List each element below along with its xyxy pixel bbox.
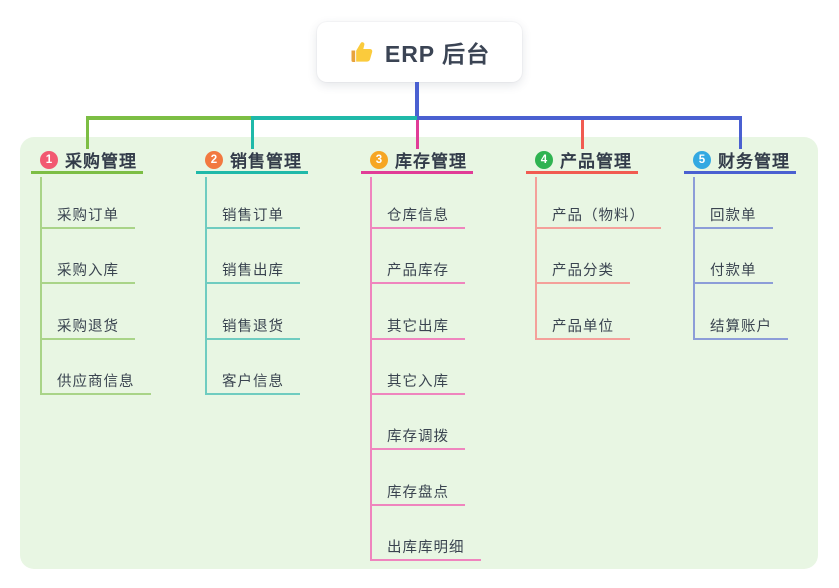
child-node[interactable]: 库存盘点	[370, 481, 465, 506]
child-node-label: 产品分类	[552, 263, 614, 280]
child-node-label: 产品单位	[552, 318, 614, 335]
child-node[interactable]: 客户信息	[205, 370, 300, 395]
branch-node-4[interactable]: 4 产品管理	[526, 148, 638, 174]
connector-trunk-segment-1	[85, 116, 252, 120]
child-node-label: 供应商信息	[57, 373, 135, 390]
connector-drop-5	[738, 116, 742, 149]
child-node-label: 产品库存	[387, 263, 449, 280]
connector-trunk-segment-3	[417, 116, 742, 120]
child-node-label: 结算账户	[710, 318, 772, 335]
child-node[interactable]: 采购入库	[40, 259, 135, 285]
child-node-label: 销售订单	[222, 208, 284, 224]
connector-drop-2	[250, 116, 254, 149]
child-node[interactable]: 供应商信息	[40, 370, 151, 395]
child-node[interactable]: 销售退货	[205, 315, 300, 340]
branch-node-3[interactable]: 3 库存管理	[361, 148, 473, 174]
connector-drop-4	[580, 120, 584, 149]
child-node[interactable]: 产品单位	[535, 315, 630, 340]
child-node-label: 其它出库	[387, 318, 449, 335]
child-node-label: 采购退货	[57, 318, 119, 335]
child-node[interactable]: 仓库信息	[370, 204, 465, 229]
child-node-label: 采购入库	[57, 263, 119, 280]
child-node[interactable]: 库存调拨	[370, 425, 465, 451]
root-node[interactable]: ERP 后台	[317, 22, 522, 82]
child-node-label: 产品（物料）	[552, 208, 645, 224]
child-node-label: 采购订单	[57, 208, 119, 224]
branch-title-label: 产品管理	[560, 152, 632, 171]
child-node[interactable]: 产品库存	[370, 259, 465, 285]
child-node[interactable]: 付款单	[693, 259, 773, 285]
child-node-label: 仓库信息	[387, 208, 449, 224]
child-node[interactable]: 其它出库	[370, 315, 465, 340]
branch-node-1[interactable]: 1 采购管理	[31, 148, 143, 174]
branch-title-label: 采购管理	[65, 152, 137, 171]
branch-node-2[interactable]: 2 销售管理	[196, 148, 308, 174]
child-node-label: 客户信息	[222, 373, 284, 390]
branch-connector-line	[40, 177, 42, 395]
child-node[interactable]: 产品（物料）	[535, 204, 661, 229]
child-node[interactable]: 其它入库	[370, 370, 465, 395]
branch-connector-line	[693, 177, 695, 340]
child-node[interactable]: 结算账户	[693, 315, 788, 340]
branch-number-badge: 3	[370, 150, 388, 169]
connector-drop-1	[85, 116, 89, 149]
connector-root-stem	[415, 82, 419, 120]
branch-title-label: 库存管理	[395, 152, 467, 171]
branch-number-badge: 2	[205, 150, 223, 169]
branch-title-label: 销售管理	[230, 152, 302, 171]
child-node[interactable]: 采购退货	[40, 315, 135, 340]
branch-connector-line	[535, 177, 537, 340]
thumbs-up-icon	[351, 42, 373, 62]
branch-node-5[interactable]: 5 财务管理	[684, 148, 796, 174]
child-node-label: 其它入库	[387, 373, 449, 390]
branch-number-badge: 5	[693, 150, 711, 169]
child-node[interactable]: 回款单	[693, 204, 773, 229]
child-node-label: 库存盘点	[387, 484, 449, 501]
child-node-label: 库存调拨	[387, 429, 449, 446]
branch-number-badge: 1	[40, 150, 58, 169]
child-node[interactable]: 产品分类	[535, 259, 630, 285]
child-node-label: 销售出库	[222, 263, 284, 280]
child-node[interactable]: 出库库明细	[370, 536, 481, 561]
child-node-label: 出库库明细	[387, 539, 465, 556]
child-node[interactable]: 销售订单	[205, 204, 300, 229]
child-node[interactable]: 采购订单	[40, 204, 135, 229]
child-node-label: 销售退货	[222, 318, 284, 335]
branch-connector-line	[205, 177, 207, 395]
branch-title-label: 财务管理	[718, 152, 790, 171]
connector-drop-3	[415, 120, 419, 149]
branch-number-badge: 4	[535, 150, 553, 169]
connector-trunk-segment-2	[252, 116, 417, 120]
child-node[interactable]: 销售出库	[205, 259, 300, 285]
branch-connector-line	[370, 177, 372, 561]
child-node-label: 回款单	[710, 208, 757, 224]
branches-panel	[20, 137, 818, 569]
root-label: ERP 后台	[384, 41, 491, 67]
child-node-label: 付款单	[710, 263, 757, 280]
